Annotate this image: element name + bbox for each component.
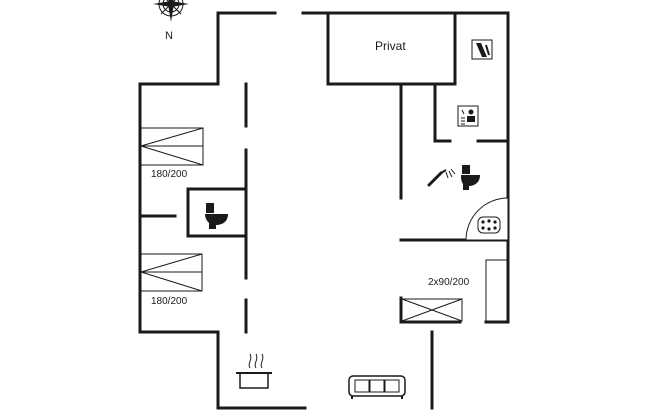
compass-north-label: N: [165, 30, 173, 42]
bed-label-top-left: 180/200: [151, 169, 188, 180]
bed-label-bottom-left: 180/200: [151, 296, 188, 307]
outer-walls: [138, 11, 510, 410]
bed-bottom-left: [140, 253, 203, 292]
compass-rose-icon: [153, 0, 189, 22]
room-label-privat: Privat: [375, 39, 406, 53]
toilet-icon-left: [205, 203, 228, 229]
utility-icon: [471, 39, 493, 60]
cooking-pot-icon: [236, 353, 272, 389]
bed-label-right: 2x90/200: [428, 277, 470, 288]
toilet-icon-right: [461, 165, 480, 190]
interior-walls: [138, 11, 510, 334]
sofa-icon: [348, 375, 406, 399]
bed-top-left: [140, 127, 204, 166]
bed-right: [401, 259, 509, 323]
whirlpool-icon: [465, 197, 509, 241]
sauna-icon: [457, 105, 479, 127]
shower-icon: [427, 168, 456, 187]
